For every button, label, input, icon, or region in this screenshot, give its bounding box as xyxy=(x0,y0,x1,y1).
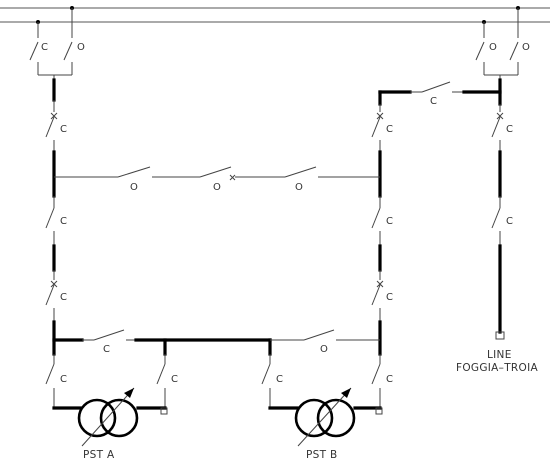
right-breaker-1[interactable] xyxy=(491,112,504,152)
label-pst-a-c2: C xyxy=(171,374,178,385)
label-lower-o: O xyxy=(320,344,328,355)
label-pst-a-c1: C xyxy=(60,374,67,385)
lower-bus-row xyxy=(52,329,380,356)
middle-breaker-2[interactable] xyxy=(371,280,384,322)
middle-breaker-1[interactable] xyxy=(371,112,384,152)
pst-b-bay xyxy=(261,354,383,447)
label-middle-c2: C xyxy=(386,216,393,227)
coupling-row xyxy=(54,166,380,181)
left-bus-selector[interactable] xyxy=(29,6,74,80)
coupling-switch-3[interactable] xyxy=(284,166,317,178)
left-bay xyxy=(45,78,58,356)
pst-a-bay xyxy=(45,354,168,447)
lower-switch-2[interactable] xyxy=(303,329,335,341)
label-left-bus-o: O xyxy=(77,42,85,53)
label-left-c2: C xyxy=(60,216,67,227)
line-label-2: FOGGIA–TROIA xyxy=(456,362,538,374)
label-top-link-c: C xyxy=(430,96,437,107)
left-disconnector-1[interactable] xyxy=(45,207,55,246)
pst-a-label: PST A xyxy=(83,449,115,461)
left-breaker-2[interactable] xyxy=(45,280,58,322)
label-right-c2: C xyxy=(506,216,513,227)
label-left-c3: C xyxy=(60,292,67,303)
lower-switch-1[interactable] xyxy=(93,329,125,341)
left-breaker-1[interactable] xyxy=(45,112,58,152)
pst-b-right-disconnector[interactable] xyxy=(371,363,381,385)
label-middle-c1: C xyxy=(386,124,393,135)
label-left-bus-c: C xyxy=(41,42,48,53)
line-terminal xyxy=(495,331,505,340)
coupling-switch-2[interactable] xyxy=(199,166,232,178)
label-right-bus-o2: O xyxy=(522,42,530,53)
right-bay xyxy=(491,104,505,340)
middle-disconnector-1[interactable] xyxy=(371,207,381,246)
top-link xyxy=(410,78,502,106)
pst-b-label: PST B xyxy=(306,449,337,461)
line-label-1: LINE xyxy=(487,349,512,361)
right-bus-selector[interactable] xyxy=(475,6,520,80)
label-pst-b-c1: C xyxy=(276,374,283,385)
pst-a-right-disconnector[interactable] xyxy=(156,363,166,385)
label-coupling-o1: O xyxy=(130,182,138,193)
pst-a-left-disconnector[interactable] xyxy=(45,363,55,385)
coupling-switch-1[interactable] xyxy=(117,166,151,178)
label-pst-b-c2: C xyxy=(386,374,393,385)
label-left-c1: C xyxy=(60,124,67,135)
label-lower-c: C xyxy=(103,344,110,355)
top-link-switch[interactable] xyxy=(421,81,451,93)
pst-b-left-disconnector[interactable] xyxy=(261,363,271,385)
middle-bay xyxy=(371,90,412,356)
pst-b-transformer-icon xyxy=(294,387,356,447)
busbars xyxy=(0,7,550,23)
right-disconnector-1[interactable] xyxy=(491,207,501,246)
label-middle-c3: C xyxy=(386,292,393,303)
label-right-c1: C xyxy=(506,124,513,135)
label-right-bus-o1: O xyxy=(489,42,497,53)
label-coupling-o3: O xyxy=(295,182,303,193)
label-coupling-o2: O xyxy=(213,182,221,193)
pst-a-transformer-icon xyxy=(77,387,139,447)
